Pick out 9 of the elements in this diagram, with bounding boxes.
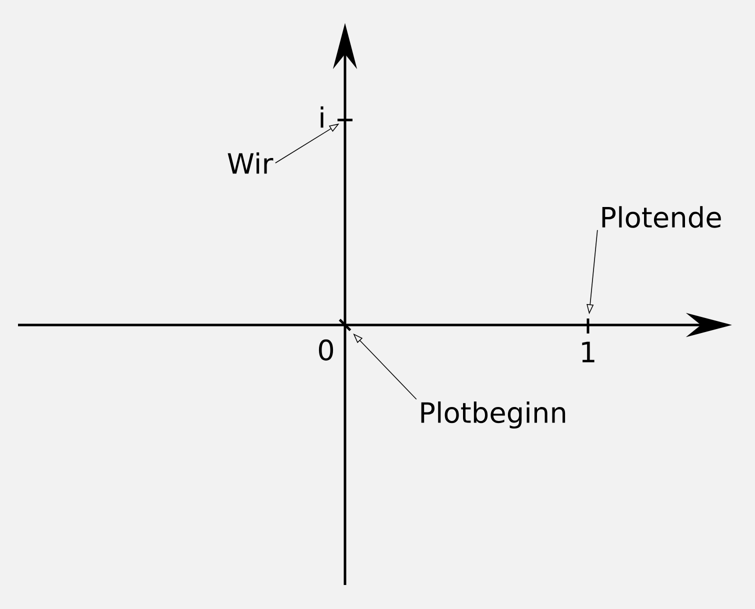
axis-label: i (320, 106, 324, 128)
callout-text: Plotbeginn (421, 401, 566, 429)
tick-mark (338, 318, 352, 332)
callout-text: Plotende (602, 206, 721, 228)
tick-mark (338, 118, 352, 122)
axis-label: 0 (318, 339, 334, 361)
axis-label: 1 (582, 342, 594, 362)
callout-text: Wir (228, 152, 274, 174)
tick-mark (586, 318, 590, 334)
